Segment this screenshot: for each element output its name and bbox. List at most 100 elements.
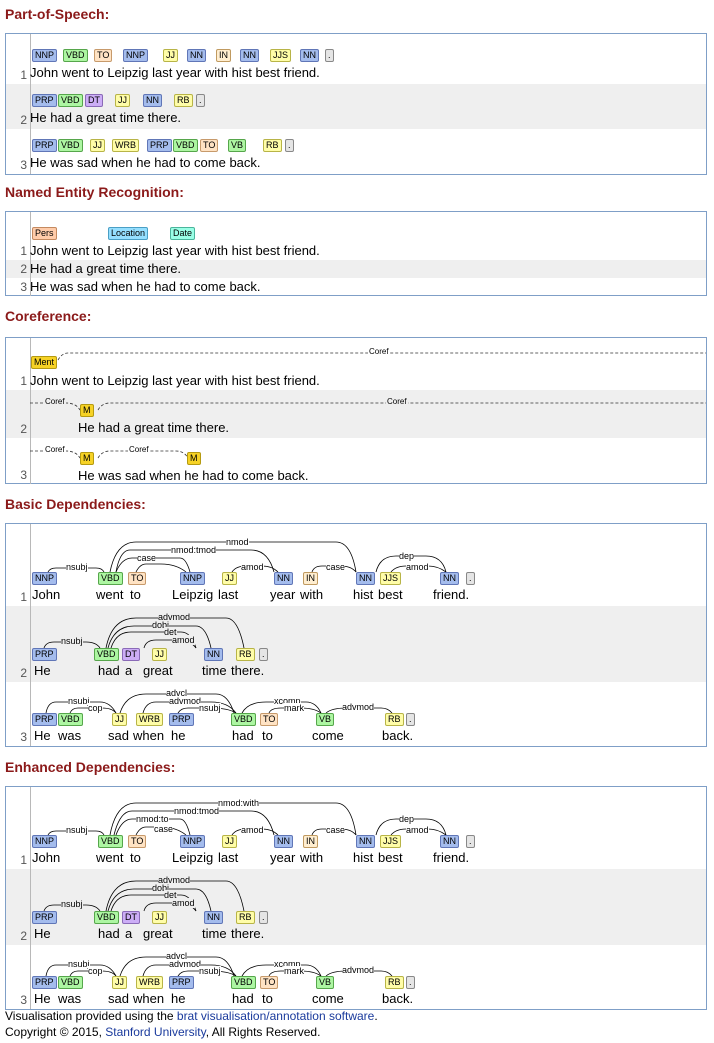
pos-tag[interactable]: NN xyxy=(240,49,259,62)
pos-tag[interactable]: VB xyxy=(228,139,247,152)
pos-tag[interactable]: RB xyxy=(236,648,255,661)
pos-tag[interactable]: NNP xyxy=(180,835,206,848)
coref-mention-tag[interactable]: M xyxy=(187,452,201,465)
pos-tag[interactable]: RB xyxy=(385,976,404,989)
pos-tag[interactable]: JJ xyxy=(163,49,178,62)
pos-tag[interactable]: RB xyxy=(236,911,255,924)
pos-tag[interactable]: NN xyxy=(204,648,223,661)
pos-tag[interactable]: JJS xyxy=(380,835,402,848)
pos-tag[interactable]: VBD xyxy=(231,713,256,726)
pos-tag[interactable]: IN xyxy=(216,49,231,62)
pos-tag[interactable]: WRB xyxy=(136,976,163,989)
pos-tag[interactable]: PRP xyxy=(32,911,57,924)
coref-row-3: 3 Coref Coref M M He was sad when he had… xyxy=(6,438,706,484)
pos-tag[interactable]: VBD xyxy=(173,139,198,152)
pos-tag[interactable]: VBD xyxy=(58,139,83,152)
pos-tag[interactable]: JJ xyxy=(152,911,167,924)
pos-tag[interactable]: RB xyxy=(385,713,404,726)
pos-tag[interactable]: NN xyxy=(440,835,459,848)
pos-tag[interactable]: NN xyxy=(143,94,162,107)
pos-tag[interactable]: PRP xyxy=(32,139,57,152)
pos-tag[interactable]: . xyxy=(285,139,294,152)
coref-mention-tag[interactable]: M xyxy=(80,404,94,417)
coref-mention-tag[interactable]: Ment xyxy=(31,356,58,369)
pos-tag[interactable]: NN xyxy=(356,835,375,848)
pos-tag[interactable]: VBD xyxy=(58,94,83,107)
pos-tag[interactable]: VB xyxy=(316,976,335,989)
ner-tag-person[interactable]: Pers xyxy=(32,227,57,240)
pos-tag[interactable]: PRP xyxy=(32,713,57,726)
pos-tag[interactable]: VBD xyxy=(98,572,123,585)
pos-tag[interactable]: PRP xyxy=(169,976,194,989)
pos-tag[interactable]: NNP xyxy=(123,49,149,62)
pos-tag[interactable]: NN xyxy=(187,49,206,62)
pos-tag[interactable]: PRP xyxy=(147,139,172,152)
pos-tag[interactable]: IN xyxy=(303,572,318,585)
pos-tag[interactable]: NNP xyxy=(32,49,58,62)
pos-tag[interactable]: NN xyxy=(274,572,293,585)
pos-tag[interactable]: PRP xyxy=(32,976,57,989)
pos-tag[interactable]: TO xyxy=(260,976,279,989)
pos-tag[interactable]: PRP xyxy=(32,94,57,107)
pos-tag[interactable]: VB xyxy=(316,713,335,726)
pos-tag[interactable]: RB xyxy=(174,94,193,107)
pos-tag[interactable]: . xyxy=(196,94,205,107)
pos-tag[interactable]: DT xyxy=(122,648,140,661)
pos-tag[interactable]: . xyxy=(325,49,334,62)
pos-tag[interactable]: JJ xyxy=(112,976,127,989)
pos-tag[interactable]: PRP xyxy=(169,713,194,726)
pos-tag[interactable]: TO xyxy=(128,572,147,585)
pos-tag[interactable]: . xyxy=(466,572,475,585)
pos-tag[interactable]: NN xyxy=(300,49,319,62)
pos-tag[interactable]: IN xyxy=(303,835,318,848)
pos-tag[interactable]: NN xyxy=(356,572,375,585)
pos-tag[interactable]: . xyxy=(259,648,268,661)
pos-tag[interactable]: NN xyxy=(204,911,223,924)
pos-tag[interactable]: VBD xyxy=(58,713,83,726)
pos-tag[interactable]: . xyxy=(259,911,268,924)
pos-tag[interactable]: JJ xyxy=(222,572,237,585)
ner-tag-location[interactable]: Location xyxy=(108,227,149,240)
pos-tag[interactable]: VBD xyxy=(231,976,256,989)
pos-tag[interactable]: DT xyxy=(85,94,103,107)
pos-tag[interactable]: JJ xyxy=(115,94,130,107)
pos-tag[interactable]: TO xyxy=(94,49,113,62)
pos-tag[interactable]: JJ xyxy=(222,835,237,848)
pos-tag[interactable]: JJ xyxy=(90,139,105,152)
pos-tag[interactable]: TO xyxy=(128,835,147,848)
pos-tag[interactable]: WRB xyxy=(112,139,139,152)
coref-mention-tag[interactable]: M xyxy=(80,452,94,465)
pos-tag[interactable]: WRB xyxy=(136,713,163,726)
pos-tag[interactable]: JJS xyxy=(270,49,292,62)
pos-tag[interactable]: VBD xyxy=(94,911,119,924)
pos-tag[interactable]: TO xyxy=(260,713,279,726)
pos-tag[interactable]: NNP xyxy=(180,572,206,585)
pos-tag[interactable]: VBD xyxy=(63,49,88,62)
pos-tag[interactable]: NNP xyxy=(32,835,58,848)
pos-tag[interactable]: . xyxy=(406,976,415,989)
pos-tag[interactable]: JJ xyxy=(152,648,167,661)
pos-tag[interactable]: VBD xyxy=(94,648,119,661)
pos-tag[interactable]: RB xyxy=(263,139,282,152)
pos-tag[interactable]: JJ xyxy=(112,713,127,726)
pos-tag[interactable]: NN xyxy=(440,572,459,585)
dependency-label: nsubj xyxy=(66,825,88,835)
dependency-label: cop xyxy=(88,703,103,713)
pos-tag[interactable]: NN xyxy=(274,835,293,848)
sentence-text: He had a great time there. xyxy=(30,261,182,276)
pos-tag[interactable]: TO xyxy=(200,139,219,152)
brat-link[interactable]: brat visualisation/annotation software xyxy=(176,1009,375,1023)
pos-tag[interactable]: PRP xyxy=(32,648,57,661)
pos-tag[interactable]: VBD xyxy=(58,976,83,989)
pos-tag[interactable]: DT xyxy=(122,911,140,924)
pos-tag[interactable]: VBD xyxy=(98,835,123,848)
footer-text: , All Rights Reserved. xyxy=(205,1025,321,1039)
stanford-link[interactable]: Stanford University xyxy=(105,1025,206,1039)
pos-tag[interactable]: NNP xyxy=(32,572,58,585)
dependency-label: mark xyxy=(284,703,304,713)
pos-tag[interactable]: JJS xyxy=(380,572,402,585)
pos-tag[interactable]: . xyxy=(466,835,475,848)
token: there. xyxy=(231,926,265,941)
pos-tag[interactable]: . xyxy=(406,713,415,726)
ner-tag-date[interactable]: Date xyxy=(170,227,196,240)
